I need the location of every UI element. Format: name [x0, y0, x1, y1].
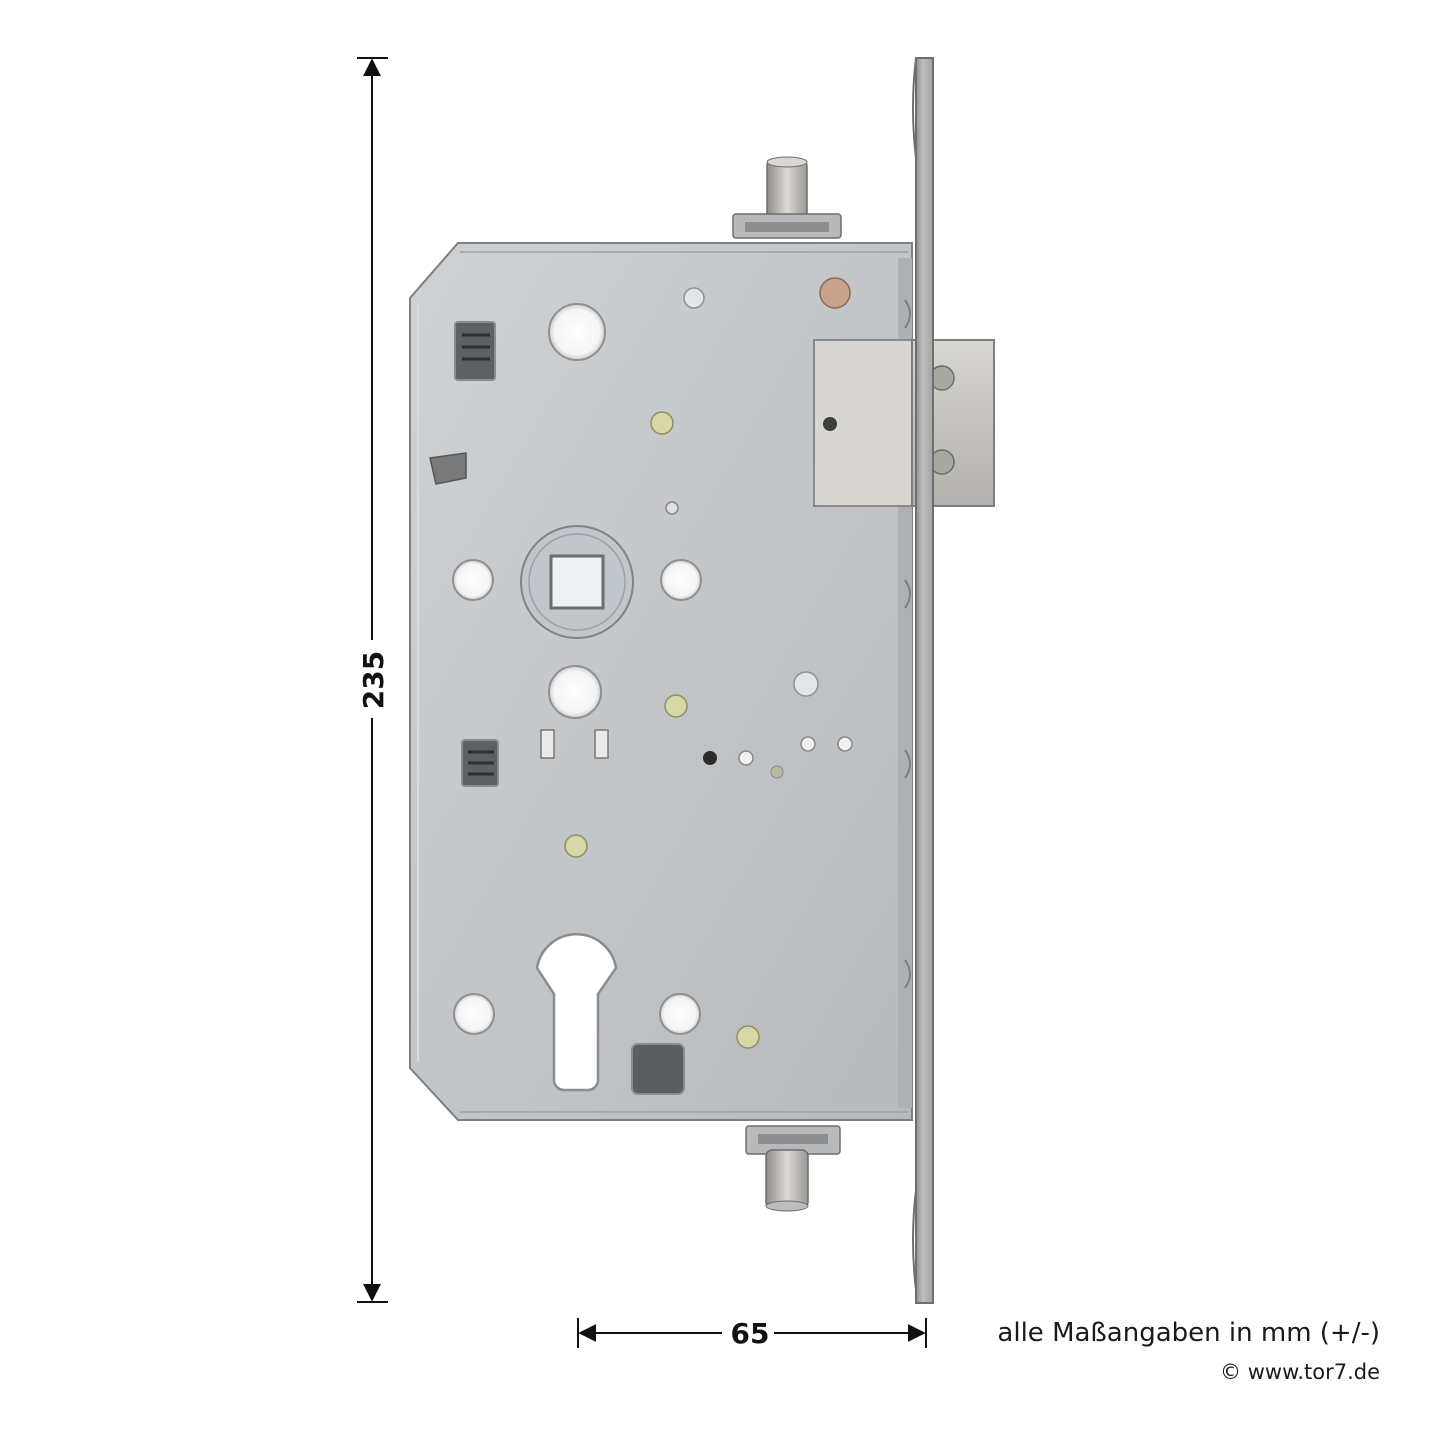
copyright-note: © www.tor7.de — [1220, 1360, 1380, 1384]
depth-dimension: 65 — [577, 1317, 927, 1350]
case-details — [429, 277, 853, 1095]
depth-dimension-label: 65 — [731, 1317, 770, 1350]
faceplate — [912, 57, 934, 1304]
height-dimension-label: 235 — [357, 651, 390, 709]
latch-bolt — [813, 339, 995, 507]
bottom-pin — [745, 1125, 841, 1212]
units-note: alle Maßangaben in mm (+/-) — [997, 1318, 1380, 1348]
top-pin — [732, 156, 842, 239]
height-dimension: 235 — [357, 57, 390, 1303]
